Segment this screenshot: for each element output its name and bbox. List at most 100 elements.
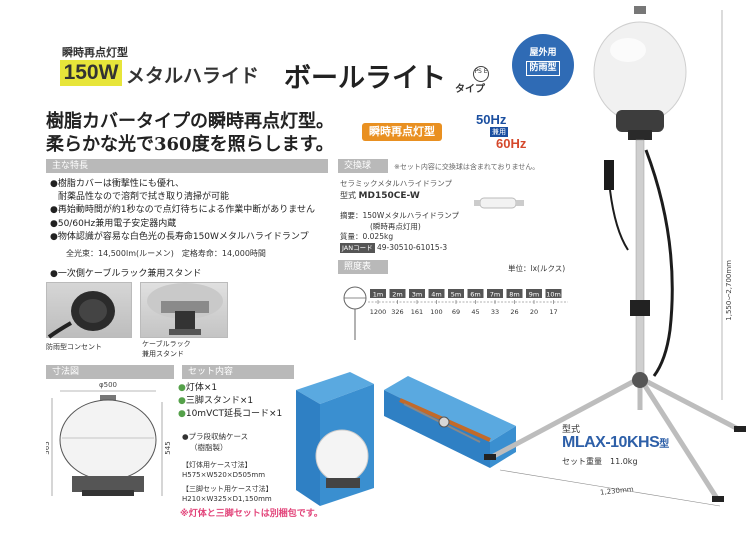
stand-caption: ケーブルラック 兼用スタンド (142, 339, 191, 359)
hz50-label: 50Hz (476, 112, 507, 127)
tagline-line1: 樹脂カバータイプの瞬時再点灯型。 (46, 111, 334, 132)
summary-value: 150Wメタルハライドランプ (362, 211, 460, 220)
jan-value: 49-30510-61015-3 (377, 242, 448, 252)
product-name-prefix: メタルハライド (126, 65, 260, 87)
dimensions-heading: 寸法図 (46, 365, 174, 379)
hz-badge: 50Hz 兼用 60Hz (470, 112, 530, 152)
separate-package-warning: ※灯体と三脚セットは別梱包です。 (180, 509, 323, 519)
distance-label: 9m (529, 291, 539, 299)
illuminance-value: 26 (510, 308, 518, 316)
jan-label: JANコード (340, 242, 375, 253)
illuminance-heading: 照度表 (338, 260, 388, 274)
distance-cell (448, 289, 464, 298)
outdoor-label: 屋外用 (529, 48, 557, 58)
light-case-size: H575×W520×D505mm (182, 471, 266, 479)
features-heading: 主な特長 (46, 159, 328, 173)
illuminance-value: 100 (430, 308, 442, 316)
distance-cell (370, 289, 386, 298)
hz-shared-label: 兼用 (490, 127, 508, 137)
storage-case-info: ●プラ段収納ケース （樹脂製） (182, 432, 248, 453)
set-item: ●10mVCT延長コード×1 (178, 409, 283, 419)
feature-item: 耐薬品性なので溶剤で拭き取り清掃が可能 (58, 192, 230, 203)
outdoor-rainproof-badge: 屋外用 防雨型 (512, 34, 574, 96)
outlet-photo (46, 282, 132, 339)
summary-note: (瞬時再点灯用) (370, 221, 421, 231)
features-list: ●樹脂カバーは衝撃性にも優れ、 耐薬品性なので溶剤で拭き取り清掃が可能 ●再始動… (50, 178, 340, 244)
feature-item: ●樹脂カバーは衝撃性にも優れ、 (50, 179, 184, 189)
rainproof-label: 防雨型 (526, 61, 560, 76)
ball-light-product-image (484, 6, 746, 507)
distance-label: 4m (431, 291, 441, 299)
illuminance-value: 45 (471, 308, 479, 316)
stand-caption-line1: ケーブルラック (142, 340, 191, 348)
exchange-bulb-name: セラミックメタルハライドランプ (340, 179, 452, 188)
outlet-caption: 防雨型コンセント (46, 343, 102, 351)
distance-cell (526, 289, 542, 298)
mass-label: 質量 (340, 232, 355, 241)
light-case-dimensions: 【灯体用ケース寸法】 H575×W520×D505mm (182, 460, 265, 480)
illuminance-value: 1200 (370, 308, 387, 316)
model-name: MLAX-10KHS型 (562, 434, 669, 451)
distance-label: 5m (451, 291, 461, 299)
stand-feature-title: ●一次側ケーブルラック兼用スタンド (50, 269, 202, 279)
tripod-case-dimensions: 【三脚セット用ケース寸法】 H210×W325×D1,150mm (182, 484, 273, 504)
product-name: ボールライト (284, 63, 446, 94)
mass-value: 0.025kg (362, 232, 394, 241)
distance-label: 2m (392, 291, 402, 299)
distance-cell (428, 289, 445, 298)
total-height-label: 565 (46, 441, 51, 454)
tripod-case-title: 【三脚セット用ケース寸法】 (182, 485, 273, 493)
exchange-model-value: MD150CE-W (358, 191, 420, 201)
set-item: ●灯体×1 (178, 383, 218, 393)
feature-item: ●再始動時間が約1秒なので点灯待ちによる作業中断がありません (50, 205, 316, 216)
set-weight: セット重量 11.0kg (562, 457, 638, 466)
illuminance-value: 33 (491, 308, 499, 316)
width-dim-label: φ500 (99, 381, 117, 389)
product-type-suffix: タイプ (455, 84, 485, 95)
dimension-drawing: φ500 565 545 (46, 381, 172, 496)
distance-label: 8m (509, 291, 519, 299)
exchange-bulb-details: 摘要：150Wメタルハライドランプ (瞬時再点灯用) 質量：0.025kg JA… (340, 211, 460, 253)
light-case-photo (296, 372, 374, 506)
illuminance-value: 326 (391, 308, 403, 316)
product-subtitle: 瞬時再点灯型 (62, 46, 128, 59)
illuminance-unit: 単位：lx(ルクス) (508, 264, 566, 273)
illuminance-value: 20 (530, 308, 538, 316)
light-case-title: 【灯体用ケース寸法】 (182, 461, 252, 469)
exchange-note: ※セット内容に交換球は含まれておりません。 (394, 163, 540, 171)
cable-rack-stand-photo (140, 282, 228, 338)
exchange-model-label: 型式 (340, 191, 356, 200)
bulb-icon (472, 188, 532, 216)
illuminance-value: 161 (411, 308, 423, 316)
distance-label: 3m (412, 291, 422, 299)
distance-cell (467, 289, 484, 298)
distance-label: 6m (470, 291, 480, 299)
body-height-label: 545 (164, 441, 172, 454)
illuminance-value: 69 (452, 308, 460, 316)
feature-item: ●50/60Hz兼用電子安定器内蔵 (50, 218, 177, 229)
exchange-bulb-heading: 交換球 (338, 159, 388, 173)
distance-cell (545, 289, 562, 298)
distance-cell (389, 289, 406, 298)
case-line1: ●プラ段収納ケース (182, 432, 249, 441)
distance-label: 10m (546, 291, 561, 299)
feature-item: ●物体認識が容易な白色光の長寿命150Wメタルハライドランプ (50, 231, 309, 242)
tripod-case-size: H210×W325×D1,150mm (182, 495, 272, 503)
pse-mark: PS E (473, 66, 489, 82)
height-range-label: 1,550～2,700mm (725, 260, 733, 321)
stand-caption-line2: 兼用スタンド (142, 350, 184, 358)
exchange-bulb-model: 型式 MD150CE-W (340, 190, 420, 201)
lumen-lifetime-spec: 全光束：14,500lm(ルーメン) 定格寿命：14,000時間 (66, 249, 266, 258)
distance-cell (487, 289, 503, 298)
distance-label: 7m (490, 291, 500, 299)
hz60-label: 60Hz (496, 136, 527, 151)
case-line2: （樹脂製） (190, 442, 228, 452)
set-item: ●三脚スタンド×1 (178, 396, 254, 406)
distance-label: 1m (373, 291, 383, 299)
illuminance-value: 17 (549, 308, 557, 316)
distance-cell (409, 289, 425, 298)
instant-relight-badge: 瞬時再点灯型 (362, 123, 442, 141)
set-contents-heading: セット内容 (182, 365, 294, 379)
set-contents-list: ●灯体×1 ●三脚スタンド×1 ●10mVCT延長コード×1 (178, 382, 282, 421)
summary-label: 摘要 (340, 211, 355, 220)
